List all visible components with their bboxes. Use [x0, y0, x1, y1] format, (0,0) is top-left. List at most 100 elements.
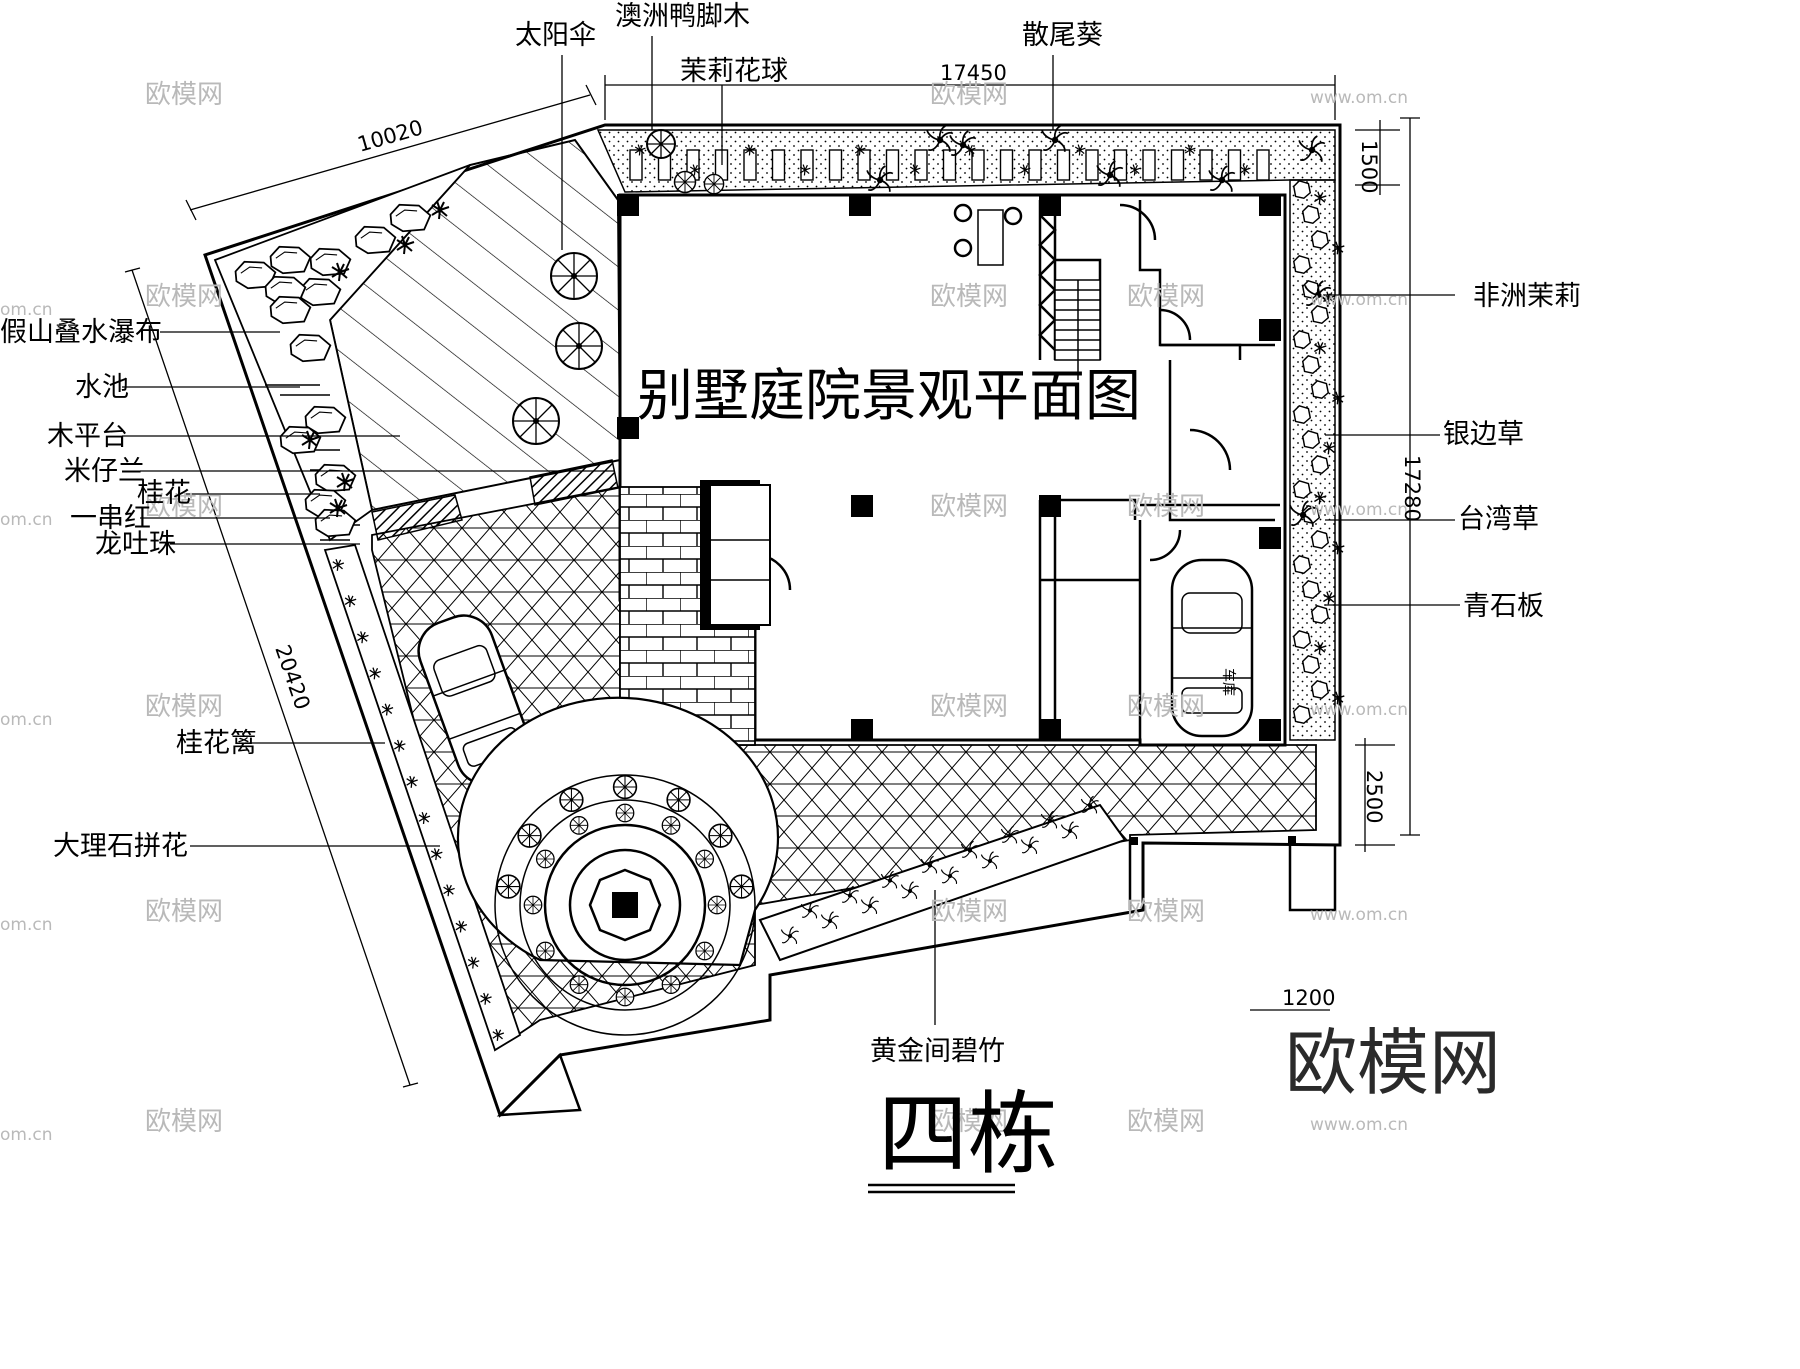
- mosaic-medallion: [661, 815, 681, 835]
- watermark-url-short: om.cn: [0, 710, 53, 730]
- dimension-lines: [124, 75, 1420, 1088]
- gate-post: [1288, 836, 1296, 844]
- sun-umbrella-1: [550, 252, 598, 300]
- mosaic-medallion: [695, 849, 715, 869]
- dim-right-top: 1500: [1357, 140, 1381, 193]
- watermark-text: 欧模网: [930, 80, 1008, 110]
- watermark-url: www.om.cn: [1310, 290, 1408, 310]
- stepping-block: [1227, 149, 1242, 181]
- mosaic-medallion: [707, 895, 727, 915]
- building-label-underline: [868, 1183, 1015, 1194]
- mosaic-medallion: [535, 941, 555, 961]
- column: [617, 194, 639, 216]
- bluestone-stone: [1293, 480, 1311, 499]
- column: [851, 719, 873, 741]
- watermark-text: 欧模网: [1127, 1107, 1205, 1137]
- dim-bottom-right: 1200: [1282, 986, 1335, 1010]
- stepping-block: [1085, 149, 1099, 181]
- watermark-text: 欧模网: [930, 492, 1008, 522]
- bluestone-stone: [1293, 180, 1311, 199]
- top-strip-stepping-blocks: [629, 149, 1270, 181]
- bluestone-stone: [1302, 430, 1320, 449]
- mosaic-medallion: [615, 803, 635, 823]
- sun-umbrella-2: [555, 322, 603, 370]
- watermark-text: 欧模网: [930, 897, 1008, 927]
- column: [617, 417, 639, 439]
- label-osmanthus: 桂花: [137, 478, 191, 509]
- bluestone-stone: [1302, 580, 1320, 599]
- label-african-jasmine: 非洲茉莉: [1473, 281, 1581, 312]
- hatched-step-left: [371, 494, 463, 541]
- bluestone-stone: [1293, 255, 1311, 274]
- bluestone-stone: [1311, 230, 1329, 249]
- interior-walls: [730, 200, 1280, 745]
- stepping-block: [629, 149, 643, 181]
- mosaic-medallion-outer: [496, 874, 521, 899]
- bluestone-stone: [1311, 380, 1329, 399]
- label-schefflera: 澳洲鸭脚木: [615, 1, 750, 32]
- watermark-text: 欧模网: [1127, 692, 1205, 722]
- column: [1039, 495, 1061, 517]
- label-fishtail-palm: 散尾葵: [1022, 20, 1103, 51]
- leader-lines: [122, 36, 1460, 1025]
- label-sun-umbrella: 太阳伞: [515, 20, 596, 51]
- watermark-url-short: om.cn: [0, 1125, 53, 1145]
- stepping-block: [857, 149, 871, 181]
- brand-watermark: 欧模网: [1285, 1021, 1501, 1105]
- mosaic-medallion: [535, 849, 555, 869]
- sun-umbrella-3: [512, 397, 560, 445]
- stepping-block: [1142, 149, 1156, 181]
- bluestone-stone: [1311, 605, 1329, 624]
- stepping-block: [1113, 149, 1128, 181]
- label-liriope: 银边草: [1443, 419, 1524, 450]
- mosaic-medallion-outer: [612, 774, 638, 800]
- label-taiwan-grass: 台湾草: [1458, 504, 1539, 535]
- stepping-block: [885, 149, 900, 181]
- mosaic-medallion: [523, 895, 543, 915]
- stepping-block: [800, 149, 814, 181]
- bluestone-stone: [1302, 355, 1320, 374]
- watermark-url-short: om.cn: [0, 915, 53, 935]
- mosaic-medallion: [615, 987, 635, 1007]
- watermark-url: www.om.cn: [1310, 1115, 1408, 1135]
- watermark-text: 欧模网: [145, 692, 223, 722]
- stepping-block: [1256, 149, 1270, 181]
- label-jasmine-ball: 茉莉花球: [680, 56, 788, 87]
- label-wood-deck: 木平台: [47, 421, 128, 452]
- dining-set: [953, 203, 1023, 266]
- watermark-text: 欧模网: [145, 80, 223, 110]
- bluestone-stone: [1293, 630, 1311, 649]
- watermark-url: www.om.cn: [1310, 700, 1408, 720]
- label-bamboo: 黄金间碧竹: [870, 1036, 1005, 1067]
- watermark-text: 欧模网: [1127, 492, 1205, 522]
- marble-mosaic-circle: [456, 696, 780, 1036]
- jasmine-ball-icon: [673, 170, 697, 194]
- label-clerodendrum: 龙吐珠: [95, 529, 176, 560]
- dim-right-bottom: 2500: [1362, 770, 1386, 823]
- bluestone-stone: [1302, 655, 1320, 674]
- column: [1039, 194, 1061, 216]
- stepping-block: [1028, 149, 1042, 181]
- dim-top-width: 17450: [940, 61, 1007, 85]
- south-gate: [496, 838, 1337, 1117]
- label-pond: 水池: [75, 372, 129, 403]
- watermark-url-short: om.cn: [0, 300, 53, 320]
- watermark-text: 欧模网: [145, 282, 223, 312]
- gate-post: [1130, 837, 1138, 845]
- stepping-block: [1170, 149, 1185, 181]
- stepping-block: [971, 149, 985, 181]
- staircase: [1054, 279, 1101, 380]
- garage-car: 车库: [1170, 558, 1254, 738]
- watermark-text: 欧模网: [1127, 897, 1205, 927]
- watermark-text: 欧模网: [930, 692, 1008, 722]
- label-rockery-waterfall: 假山叠水瀑布: [0, 317, 162, 348]
- mosaic-medallion: [695, 941, 715, 961]
- watermark-url: www.om.cn: [1310, 905, 1408, 925]
- watermark-text: 欧模网: [145, 492, 223, 522]
- garage-label: 车库: [1220, 668, 1237, 696]
- stepping-block: [828, 149, 843, 181]
- label-aglaia: 米仔兰: [64, 456, 145, 487]
- jasmine-ball-icon: [703, 173, 725, 195]
- mosaic-medallion: [661, 975, 681, 995]
- mosaic-medallion-outer: [559, 787, 584, 813]
